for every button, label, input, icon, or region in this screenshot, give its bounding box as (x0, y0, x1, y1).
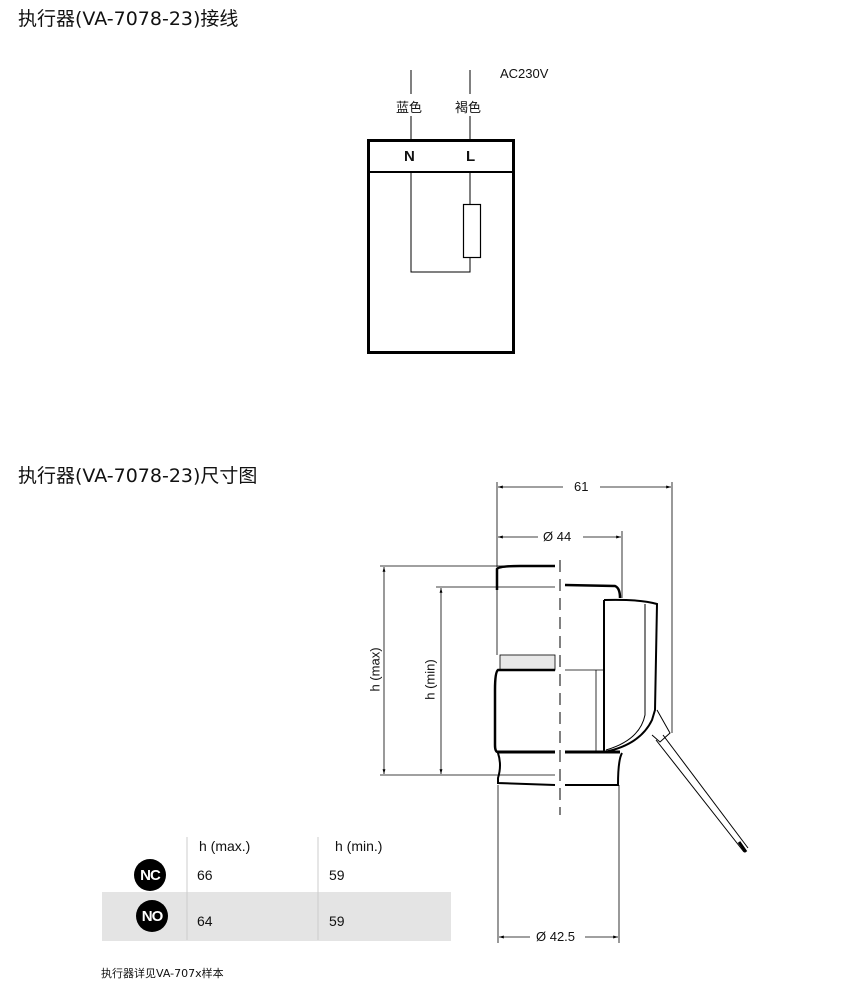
no-h-min: 59 (329, 913, 345, 929)
header-h-min: h (min.) (335, 838, 383, 854)
nc-badge: NC (134, 859, 166, 891)
brown-wire-label: 褐色 (455, 101, 482, 116)
no-h-max: 64 (197, 913, 213, 929)
header-h-max: h (max.) (199, 838, 251, 854)
footnote: 执行器详见VA-707x样本 (101, 967, 224, 980)
h-min-label: h (min) (422, 659, 438, 700)
nc-h-max: 66 (197, 867, 213, 883)
top-diameter-label: Ø 44 (543, 529, 572, 544)
dimension-drawing (380, 482, 749, 943)
resistor-symbol (462, 203, 482, 259)
nc-h-min: 59 (329, 867, 345, 883)
wiring-title: 执行器(VA-7078-23)接线 (18, 8, 239, 30)
actuator-box (367, 139, 515, 354)
wiring-diagram (367, 70, 515, 354)
no-badge: NO (136, 900, 168, 932)
terminal-n: N (404, 148, 415, 165)
blue-wire-label: 蓝色 (396, 101, 423, 116)
supply-voltage-label: AC230V (500, 66, 549, 81)
terminal-l: L (466, 148, 476, 165)
h-max-label: h (max) (367, 647, 383, 692)
dimension-title: 执行器(VA-7078-23)尺寸图 (18, 465, 258, 487)
overall-width-label: 61 (574, 479, 589, 494)
bottom-diameter-label: Ø 42.5 (536, 929, 576, 944)
